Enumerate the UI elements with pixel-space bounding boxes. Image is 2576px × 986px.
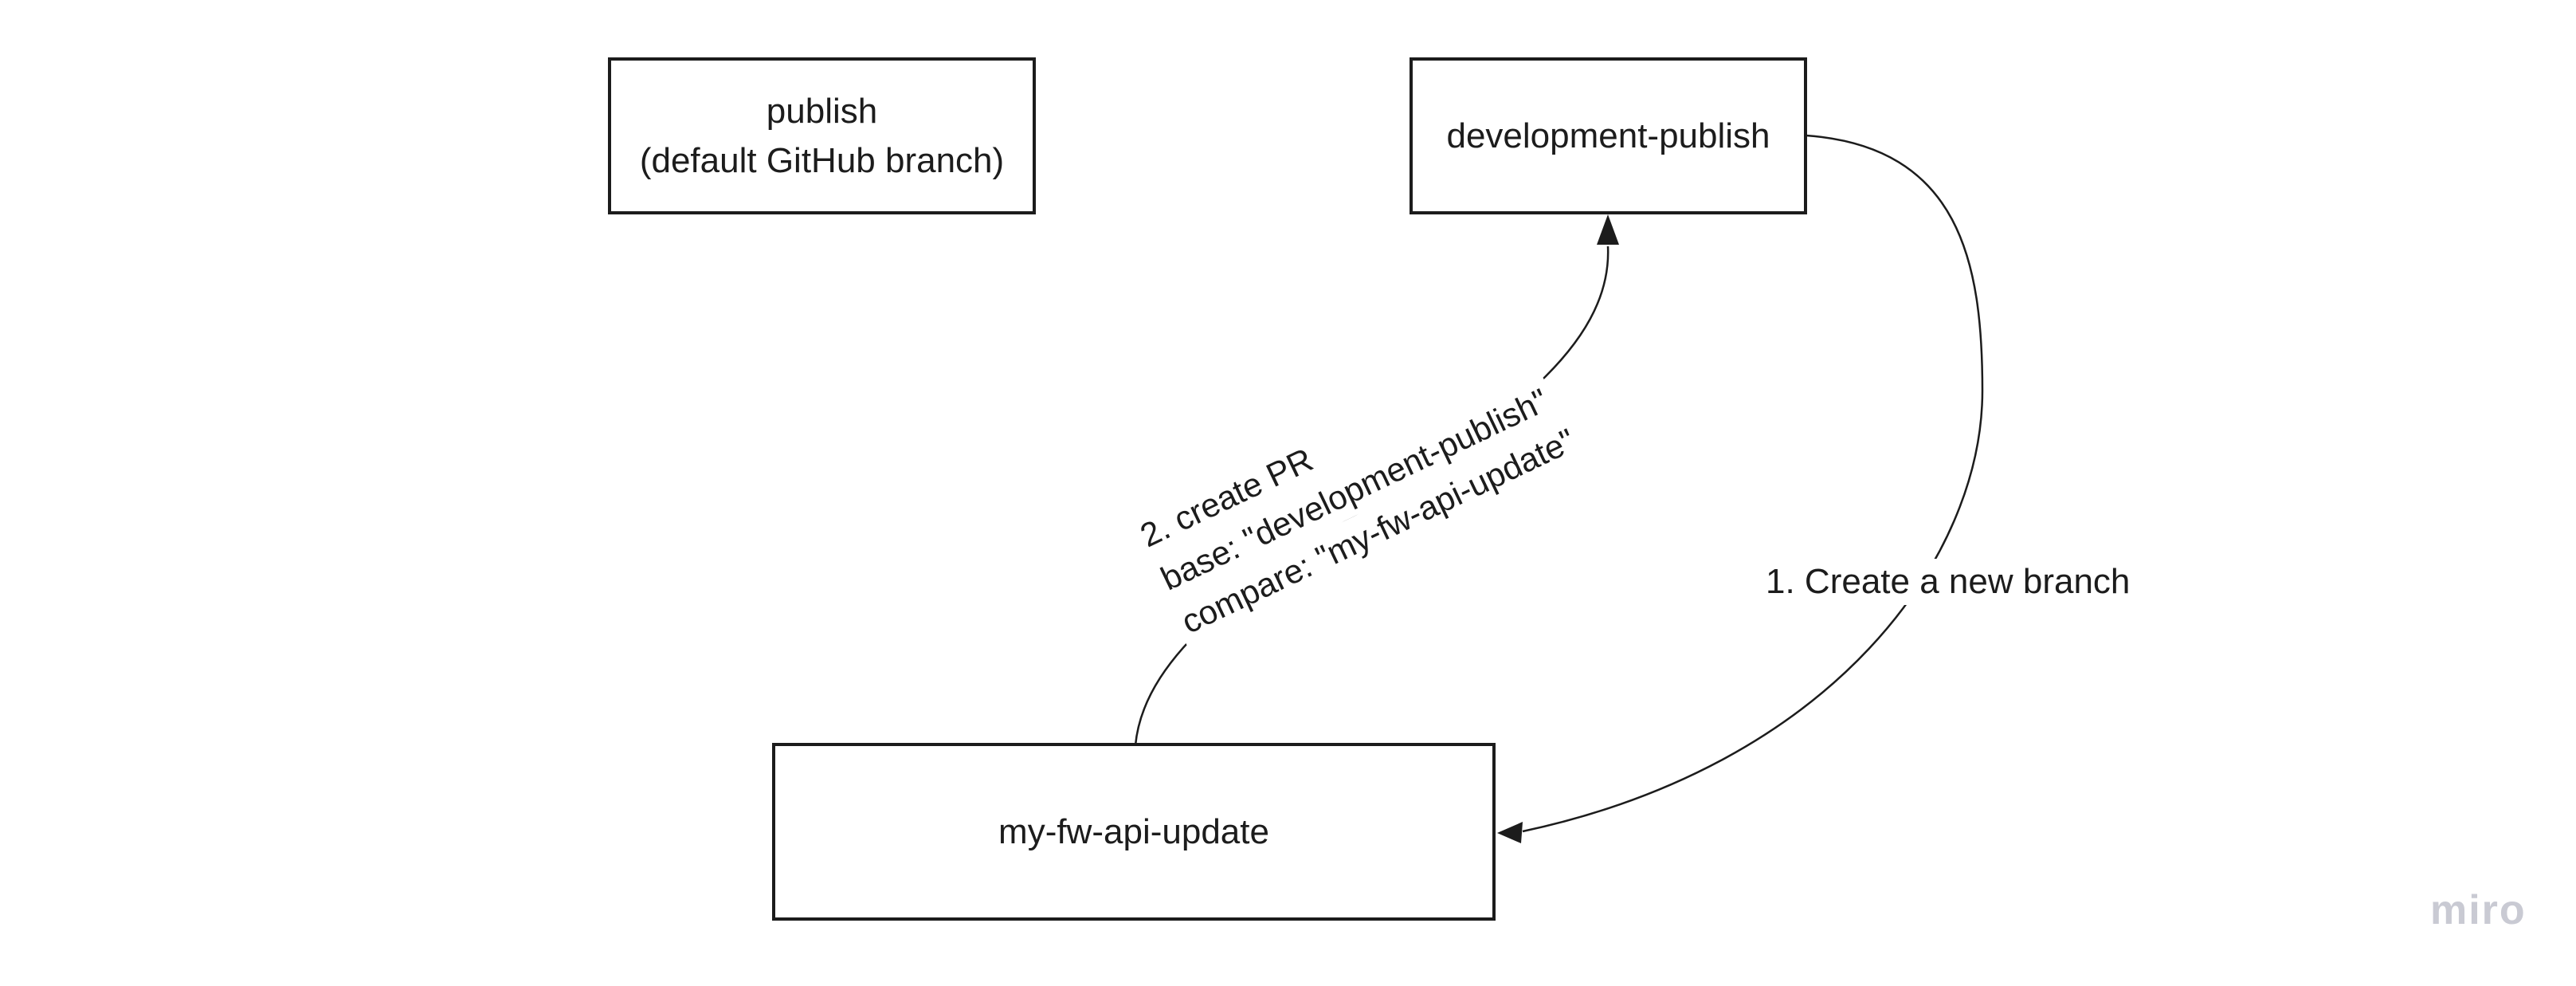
connector-create-pr-arrowhead-icon (1597, 214, 1619, 245)
connector-label-create-branch-text: 1. Create a new branch (1766, 562, 2131, 601)
node-publish-label-line1: publish (766, 91, 878, 131)
connector-label-create-branch[interactable]: 1. Create a new branch (1758, 559, 2139, 605)
node-publish-label-line2: (default GitHub branch) (639, 140, 1005, 180)
node-development-publish-label: development-publish (1446, 116, 1770, 155)
node-my-fw-api-update[interactable]: my-fw-api-update (772, 743, 1496, 921)
node-publish-label: publish (default GitHub branch) (640, 87, 1004, 186)
connector-create-branch[interactable] (1497, 134, 1984, 843)
connector-create-branch-arrowhead-icon (1497, 822, 1523, 843)
miro-watermark: miro (2430, 887, 2527, 933)
connector-create-branch-path[interactable] (1522, 134, 1984, 833)
node-publish[interactable]: publish (default GitHub branch) (608, 57, 1036, 214)
node-development-publish[interactable]: development-publish (1410, 57, 1807, 214)
node-my-fw-api-update-label: my-fw-api-update (998, 811, 1269, 851)
